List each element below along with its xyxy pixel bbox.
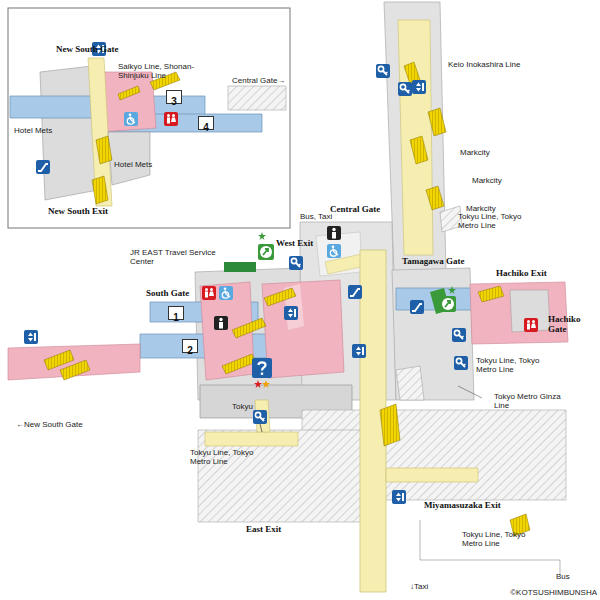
- map-label: Bus: [556, 572, 570, 581]
- map-label: New South Exit: [48, 206, 108, 216]
- platform-number-text: 2: [187, 345, 193, 356]
- map-label: Markcity: [472, 176, 502, 185]
- map-label: Tokyo Metro Ginza Line: [494, 392, 564, 410]
- map-label: Central Gate→: [232, 76, 285, 85]
- map-label: Hachiko Gate: [548, 314, 588, 334]
- map-label: Central Gate: [330, 204, 380, 214]
- map-label: Hotel Mets: [14, 126, 52, 135]
- map-label: Hotel Mets: [114, 160, 152, 169]
- map-label: West Exit: [276, 238, 313, 248]
- map-label: ←New South Gate: [16, 420, 83, 429]
- map-label: New South Gate: [56, 44, 119, 54]
- map-label: Markcity: [466, 204, 496, 213]
- map-label: Tamagawa Gate: [402, 256, 464, 266]
- map-label: ©KOTSUSHIMBUNSHA: [510, 588, 597, 597]
- map-label: East Exit: [246, 524, 281, 534]
- map-label: Markcity: [460, 148, 490, 157]
- map-label: Keio Inokashira Line: [448, 60, 521, 69]
- platform-number-text: 4: [203, 122, 209, 133]
- platform-number: 3: [166, 90, 182, 104]
- platform-number: 1: [168, 306, 184, 320]
- map-label: Tokyu Line, Tokyo Metro Line: [462, 530, 532, 548]
- platform-number: 4: [198, 116, 214, 130]
- map-label: Tokyu: [232, 402, 253, 411]
- platform-number-text: 1: [173, 312, 179, 323]
- platform-number-text: 3: [171, 96, 177, 107]
- map-label: ↓Taxi: [410, 582, 428, 591]
- map-label: Miyamasuzaka Exit: [424, 500, 501, 510]
- platform-number: 2: [182, 339, 198, 353]
- map-label: South Gate: [146, 288, 189, 298]
- map-label: Tokyu Line, Tokyo Metro Line: [476, 356, 546, 374]
- map-label: Tokyu Line, Tokyo Metro Line: [190, 448, 260, 466]
- map-label: Hachiko Exit: [496, 268, 547, 278]
- map-label: Saikyo Line, Shonan-Shinjuku Line: [118, 62, 208, 80]
- map-label: Tokyu Line, Tokyo Metro Line: [458, 212, 528, 230]
- map-label: JR EAST Travel Service Center: [130, 248, 220, 266]
- map-label: Bus, Taxi: [300, 212, 332, 221]
